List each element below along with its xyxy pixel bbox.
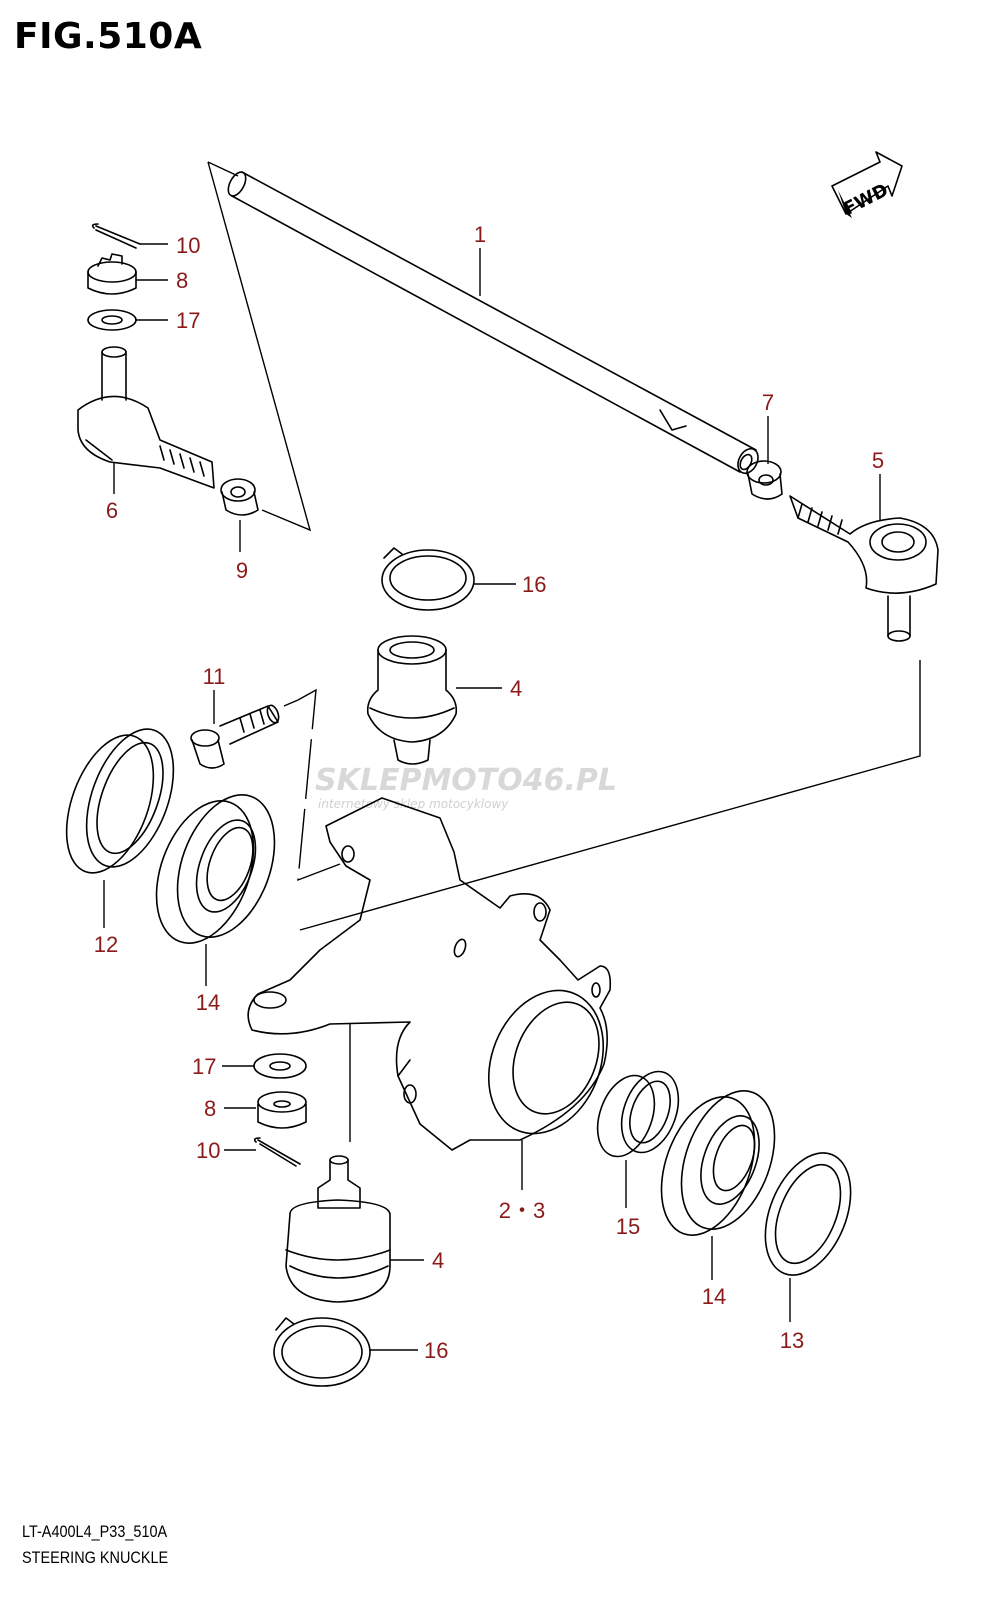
callout-8-bottom: 8: [204, 1096, 216, 1121]
watermark-tagline: internetowy sklep motocyklowy: [318, 797, 509, 811]
diagram-caption: STEERING KNUCKLE: [22, 1548, 169, 1567]
callout-17-bottom: 17: [192, 1054, 216, 1079]
callout-14-right: 14: [702, 1284, 726, 1309]
callout-17-top: 17: [176, 308, 200, 333]
ball-joint-bottom: [285, 1155, 391, 1303]
callout-1: 1: [474, 222, 486, 247]
assembly-guide-lines: [207, 161, 921, 931]
spacer-15: [596, 1070, 680, 1158]
callout-5: 5: [872, 448, 884, 473]
washer-top: [87, 309, 137, 331]
collar-7: [746, 460, 783, 500]
collar-9: [220, 478, 259, 516]
diagram-code: LT-A400L4_P33_510A: [22, 1522, 168, 1541]
tie-rod-end-left: [77, 346, 215, 489]
callout-14-left: 14: [196, 990, 220, 1015]
watermark: SKLEPMOTO46.PL internetowy sklep motocyk…: [315, 763, 617, 811]
callouts: 1 10 8 17 6 9 7 5 16 4 11 12 14 17 8 10 …: [94, 222, 884, 1363]
circlip-bottom: [273, 1317, 371, 1387]
callout-13: 13: [780, 1328, 804, 1353]
tie-rod-end-right: [789, 495, 939, 642]
bearing-left: [155, 794, 276, 944]
callout-16-bottom: 16: [424, 1338, 448, 1363]
watermark-brand: SKLEPMOTO46.PL: [315, 763, 617, 798]
cotter-pin-top: [91, 223, 141, 249]
callout-7: 7: [762, 390, 774, 415]
fwd-label: FWD: [840, 180, 891, 220]
callout-11: 11: [203, 664, 226, 689]
callout-16-top: 16: [522, 572, 546, 597]
figure-title: FIG.510A: [14, 16, 203, 57]
callout-2-3: 2・3: [499, 1198, 545, 1223]
leader-lines: [103, 243, 881, 1351]
callout-8-top: 8: [176, 268, 188, 293]
callout-9: 9: [236, 558, 248, 583]
steering-knuckle: [247, 797, 612, 1151]
ball-joint-top: [366, 635, 458, 765]
washer-bottom: [253, 1053, 307, 1079]
cotter-pin-bottom: [253, 1137, 301, 1167]
callout-4-bottom: 4: [432, 1248, 444, 1273]
oil-seal-left: [65, 728, 175, 874]
castle-nut-bottom: [257, 1091, 307, 1129]
callout-4-top: 4: [510, 676, 522, 701]
circlip-top: [381, 547, 475, 611]
callout-6: 6: [106, 498, 118, 523]
callout-15: 15: [616, 1214, 640, 1239]
castle-nut-top: [87, 253, 137, 295]
tie-rod: [227, 171, 759, 475]
fwd-arrow-icon: FWD: [831, 151, 903, 220]
callout-12: 12: [94, 932, 118, 957]
bolt-11: [190, 704, 280, 769]
bearing-right: [660, 1090, 776, 1236]
callout-10-bottom: 10: [196, 1138, 220, 1163]
oil-seal-right: [764, 1152, 852, 1276]
callout-10-top: 10: [176, 233, 200, 258]
